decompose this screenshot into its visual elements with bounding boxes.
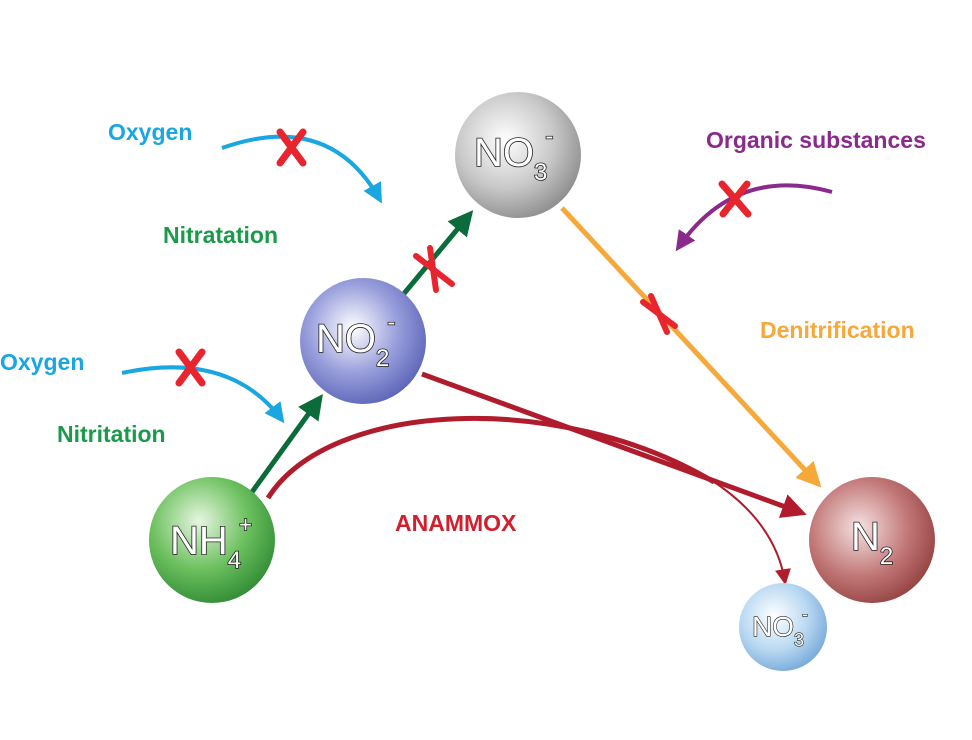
- denitrification-arrow: [560, 206, 822, 488]
- n2-molecule: N2: [809, 477, 935, 603]
- nitritation-label: Nitritation: [57, 421, 166, 447]
- no3-sub: 3: [534, 159, 547, 186]
- nh4-base: NH: [170, 519, 228, 563]
- oxygen-arrow-left: [121, 365, 285, 424]
- blocked-x-oxygen-top: [276, 128, 307, 167]
- organic-arrow: [675, 183, 833, 252]
- nh4-sub: 4: [228, 547, 241, 574]
- nitratation-label: Nitratation: [163, 222, 278, 248]
- nh4-molecule: NH4 +: [149, 477, 275, 603]
- no2-molecule: NO2 -: [300, 278, 426, 404]
- nitritation-arrow: [249, 393, 323, 494]
- no2-sub: 2: [376, 345, 389, 372]
- no2-sup: -: [387, 309, 395, 336]
- nitratation-arrow: [400, 210, 474, 298]
- svg-text:N2: N2: [851, 515, 893, 570]
- blocked-x-oxygen-left: [175, 348, 206, 387]
- blocked-x-nitratation: [413, 245, 455, 293]
- nh4-sup: +: [239, 512, 252, 537]
- blocked-x-organic: [718, 180, 752, 218]
- denitrification-label: Denitrification: [760, 317, 915, 343]
- anammox-arrow-to-no3: [707, 477, 791, 586]
- oxygen-arrow-top: [221, 134, 382, 204]
- n2-base: N: [851, 515, 880, 559]
- anammox-arrow-from-no2: [421, 371, 807, 518]
- no3-base: NO: [474, 131, 534, 175]
- n2-sub: 2: [880, 543, 893, 570]
- no3-small-sup: -: [802, 604, 808, 624]
- no3-small-base: NO: [752, 611, 794, 642]
- anammox-label: ANAMMOX: [395, 510, 517, 536]
- organic-substances-label: Organic substances: [706, 127, 926, 153]
- svg-text:NO3-: NO3 -: [752, 604, 808, 650]
- svg-text:NO3-: NO3 -: [474, 123, 553, 186]
- blocked-x-denitrification: [640, 293, 678, 335]
- svg-text:NO2-: NO2 -: [316, 309, 395, 372]
- oxygen-label-top: Oxygen: [108, 119, 192, 145]
- no3-molecule: NO3 -: [455, 92, 581, 218]
- oxygen-label-left: Oxygen: [0, 349, 84, 375]
- no3-small-molecule: NO3 -: [739, 583, 827, 671]
- no3-sup: -: [545, 123, 553, 150]
- anammox-arrow-from-nh4: [265, 415, 716, 500]
- svg-text:NH4+: NH4 +: [170, 512, 252, 574]
- no2-base: NO: [316, 317, 376, 361]
- no3-small-sub: 3: [794, 630, 804, 650]
